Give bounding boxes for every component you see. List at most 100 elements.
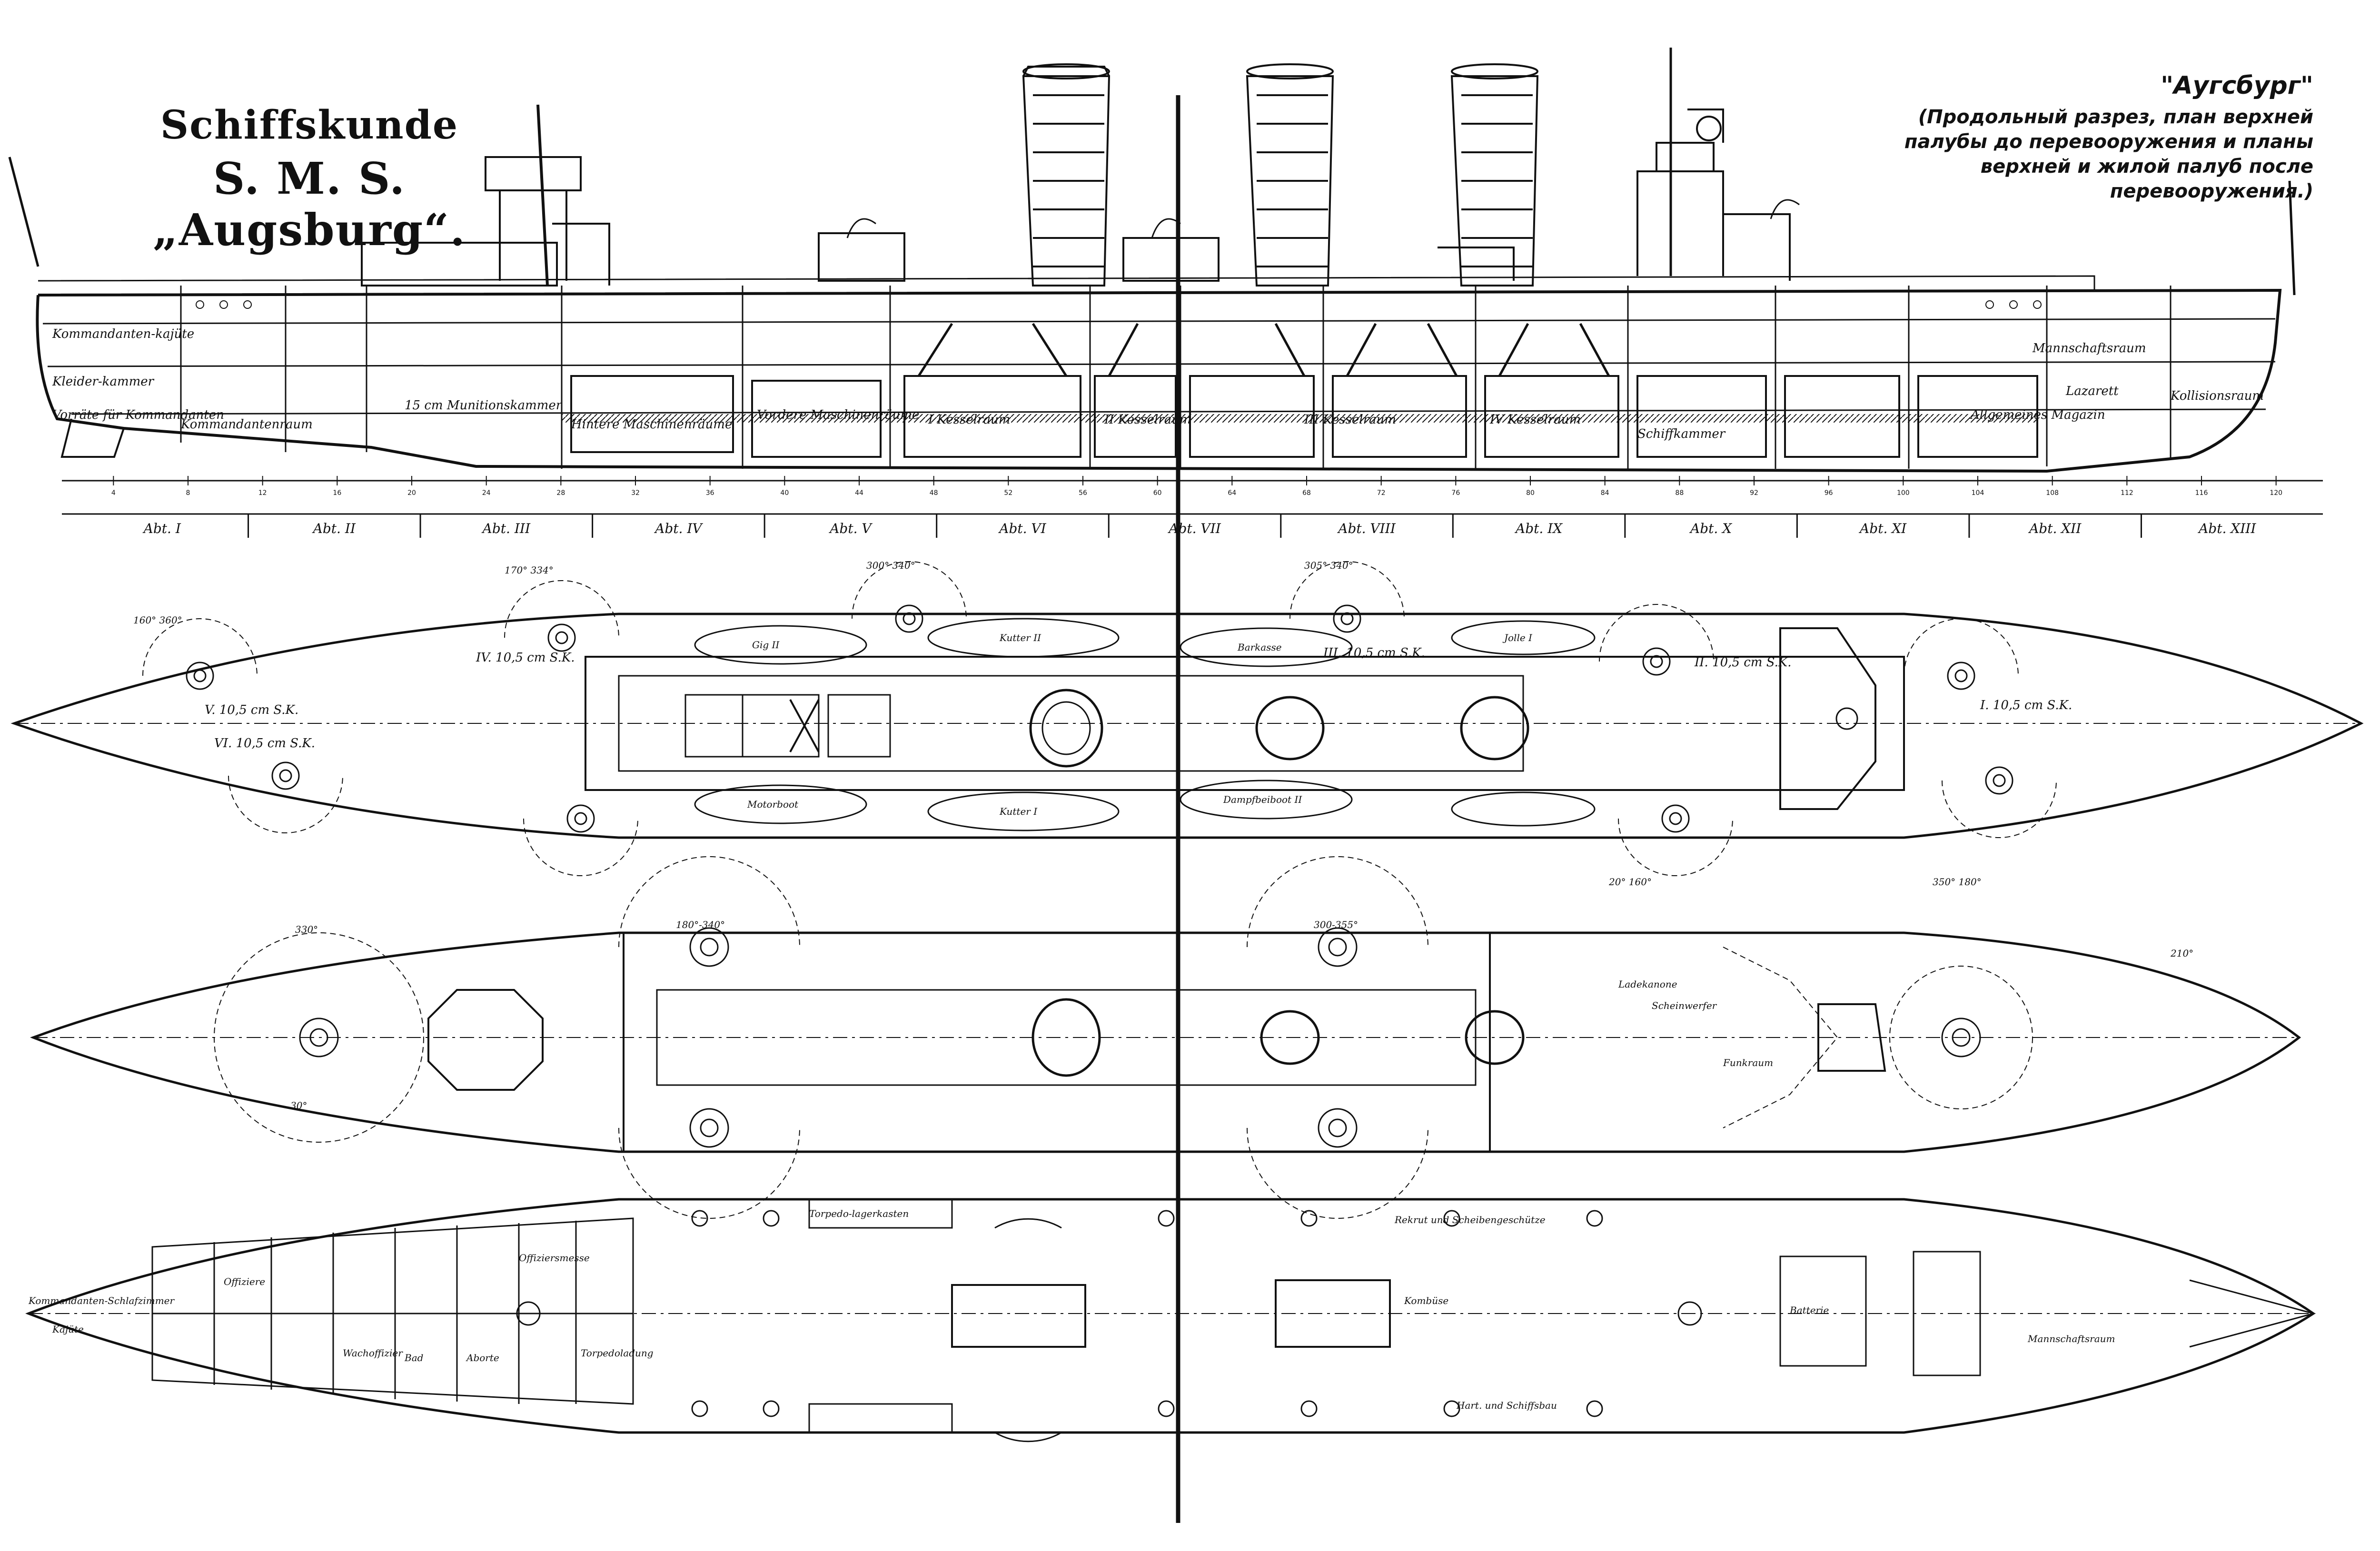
gun-label-v: V. 10,5 cm S.K. [205, 703, 298, 717]
plan3-label-offiziersmesse: Offiziersmesse [519, 1252, 590, 1264]
plan3-label-kajuete: Kajüte [52, 1324, 84, 1335]
label-kollisionsraum: Kollisionsraum [2170, 389, 2264, 403]
frame-number: 68 [1302, 489, 1311, 497]
profile-labels: Kommandanten-kajüte Kleider-kammer Vorrä… [52, 327, 2264, 441]
plan3-label-offiziere: Offiziere [224, 1276, 265, 1287]
label-mannschaftsraum: Mannschaftsraum [2032, 341, 2146, 356]
frame-number: 104 [1972, 489, 1984, 497]
frame-number: 32 [631, 489, 640, 497]
compartment-label: Abt. XIII [2197, 521, 2256, 536]
compartment-label: Abt. V [828, 521, 873, 536]
funnel-1 [1022, 63, 1111, 286]
plan3-label-kombuese: Kombüse [1404, 1295, 1448, 1306]
compartment-label: Abt. IV [654, 521, 703, 536]
gun-label-iii: III. 10,5 cm S.K. [1323, 646, 1425, 660]
plan2-label-ladekanone: Ladekanone [1618, 978, 1677, 990]
label-schiffkammer: Schiffkammer [1637, 427, 1726, 441]
arc-label-3: 300° 340° [866, 560, 915, 571]
plan3-label-kommandanten-schlafzimmer: Kommandanten-Schlafzimmer [28, 1295, 175, 1306]
frame-number: 60 [1153, 489, 1162, 497]
compartment-label: Abt. XII [2028, 521, 2082, 536]
label-kesselraum-4: IV Kesselraum [1489, 413, 1581, 427]
compartment-label: Abt. III [481, 521, 531, 536]
label-kommandantenraum: Kommandantenraum [180, 417, 313, 432]
plan3-label-torpedoladung: Torpedoladung [581, 1347, 654, 1359]
frame-number: 28 [556, 489, 565, 497]
arc-label-5: 20° 160° [1608, 876, 1652, 888]
plan3-label-hart-schiffsbau: Hart. und Schiffsbau [1456, 1400, 1557, 1411]
russian-caption: "Аугсбург" (Продольный разрез, план верх… [1885, 71, 2313, 204]
plan2-label-arc-a: 180°-340° [676, 919, 725, 930]
label-kesselraum-2: II Kesselraum [1104, 413, 1191, 427]
boat-label-motorboot: Motorboot [747, 799, 799, 810]
boat-label-kutter-2: Kutter II [999, 632, 1041, 643]
frame-number: 44 [855, 489, 863, 497]
label-kommandanten-kajuete: Kommandanten-kajüte [52, 327, 194, 341]
plan2-label-30: 30° [290, 1100, 307, 1111]
label-munitionskammer: 15 cm Munitionskammer [405, 398, 563, 413]
compartment-label: Abt. VI [998, 521, 1046, 536]
plan3-label-torpedolagerkasten: Torpedo-lagerkasten [809, 1208, 909, 1219]
gun-label-iv: IV. 10,5 cm S.K. [476, 651, 575, 665]
label-lazarett: Lazarett [2065, 384, 2119, 398]
frame-number: 92 [1750, 489, 1758, 497]
frame-number: 88 [1675, 489, 1684, 497]
funnel-2 [1246, 63, 1334, 286]
funnel-3 [1450, 63, 1539, 286]
profile-view [8, 48, 2296, 473]
arc-label-6: 350° 180° [1933, 876, 1982, 888]
russian-title: "Аугсбург" [2161, 71, 2313, 100]
boat-label-gig: Gig II [752, 639, 780, 651]
plan2-label-funkraum: Funkraum [1723, 1057, 1773, 1068]
label-kesselraum-3: III Kesselraum [1304, 413, 1396, 427]
frame-number: 24 [482, 489, 491, 497]
frame-number: 108 [2046, 489, 2059, 497]
plan2-label-210: 210° [2170, 948, 2193, 959]
frame-number: 20 [407, 489, 416, 497]
title-line-1: Schiffskunde [160, 102, 459, 148]
plan3-label-batterie: Batterie [1789, 1304, 1829, 1316]
plan3-label-rekrut: Rekrut und Scheibengeschütze [1394, 1214, 1546, 1225]
label-hintere-maschinenraeume: Hintere Maschinenräume [571, 417, 732, 432]
boat-label-barkasse: Barkasse [1237, 642, 1282, 653]
boat-label-kutter-1: Kutter I [999, 806, 1038, 817]
frame-number: 64 [1228, 489, 1236, 497]
plan3-label-mannschaftsraum: Mannschaftsraum [2027, 1333, 2115, 1344]
compartment-label: Abt. II [312, 521, 356, 536]
plan2-hull-outline [30, 931, 2301, 1153]
russian-description: (Продольный разрез, план верхней палубы … [1904, 106, 2313, 202]
upper-deck-after-plan [30, 856, 2301, 1219]
label-vorraete: Vorräte für Kommandanten [52, 408, 224, 422]
frame-number: 80 [1526, 489, 1535, 497]
plan2-label-330: 330° [295, 924, 318, 935]
label-kesselraum-1: I Kesselraum [928, 413, 1010, 427]
frame-number: 4 [111, 489, 116, 497]
frame-number: 16 [333, 489, 341, 497]
plan3-label-bad: Bad [404, 1352, 423, 1363]
plan1-labels: V. 10,5 cm S.K. VI. 10,5 cm S.K. IV. 10,… [133, 560, 2072, 888]
frame-number: 72 [1377, 489, 1386, 497]
frame-number: 112 [2121, 489, 2133, 497]
frame-number: 100 [1897, 489, 1910, 497]
boat-label-jolle: Jolle I [1502, 632, 1533, 643]
title-block: Schiffskunde S. M. S. „Augsburg“. [119, 102, 500, 256]
label-allgemeines-magazin: Allgemeines Magazin [1970, 408, 2105, 422]
compartment-label: Abt. X [1689, 521, 1732, 536]
compartment-label: Abt. XI [1858, 521, 1907, 536]
frame-number: 116 [2195, 489, 2208, 497]
plan3-labels: Kommandanten-Schlafzimmer Kajüte Offizie… [28, 1208, 2115, 1411]
frame-number: 52 [1004, 489, 1012, 497]
compartment-label: Abt. VIII [1337, 521, 1396, 536]
frame-number: 96 [1825, 489, 1833, 497]
frame-number: 120 [2270, 489, 2282, 497]
plan1-hull-outline [10, 612, 2364, 839]
plan2-labels: 330° 30° 210° 180°-340° 300-355° Ladekan… [290, 919, 2193, 1111]
frame-number: 40 [780, 489, 789, 497]
frame-number: 36 [706, 489, 714, 497]
arc-label-2: 160° 360° [133, 614, 182, 626]
title-line-2: S. M. S. „Augsburg“. [152, 153, 466, 256]
compartment-label: Abt. VII [1167, 521, 1221, 536]
arc-label-4: 305° 340° [1304, 560, 1353, 571]
